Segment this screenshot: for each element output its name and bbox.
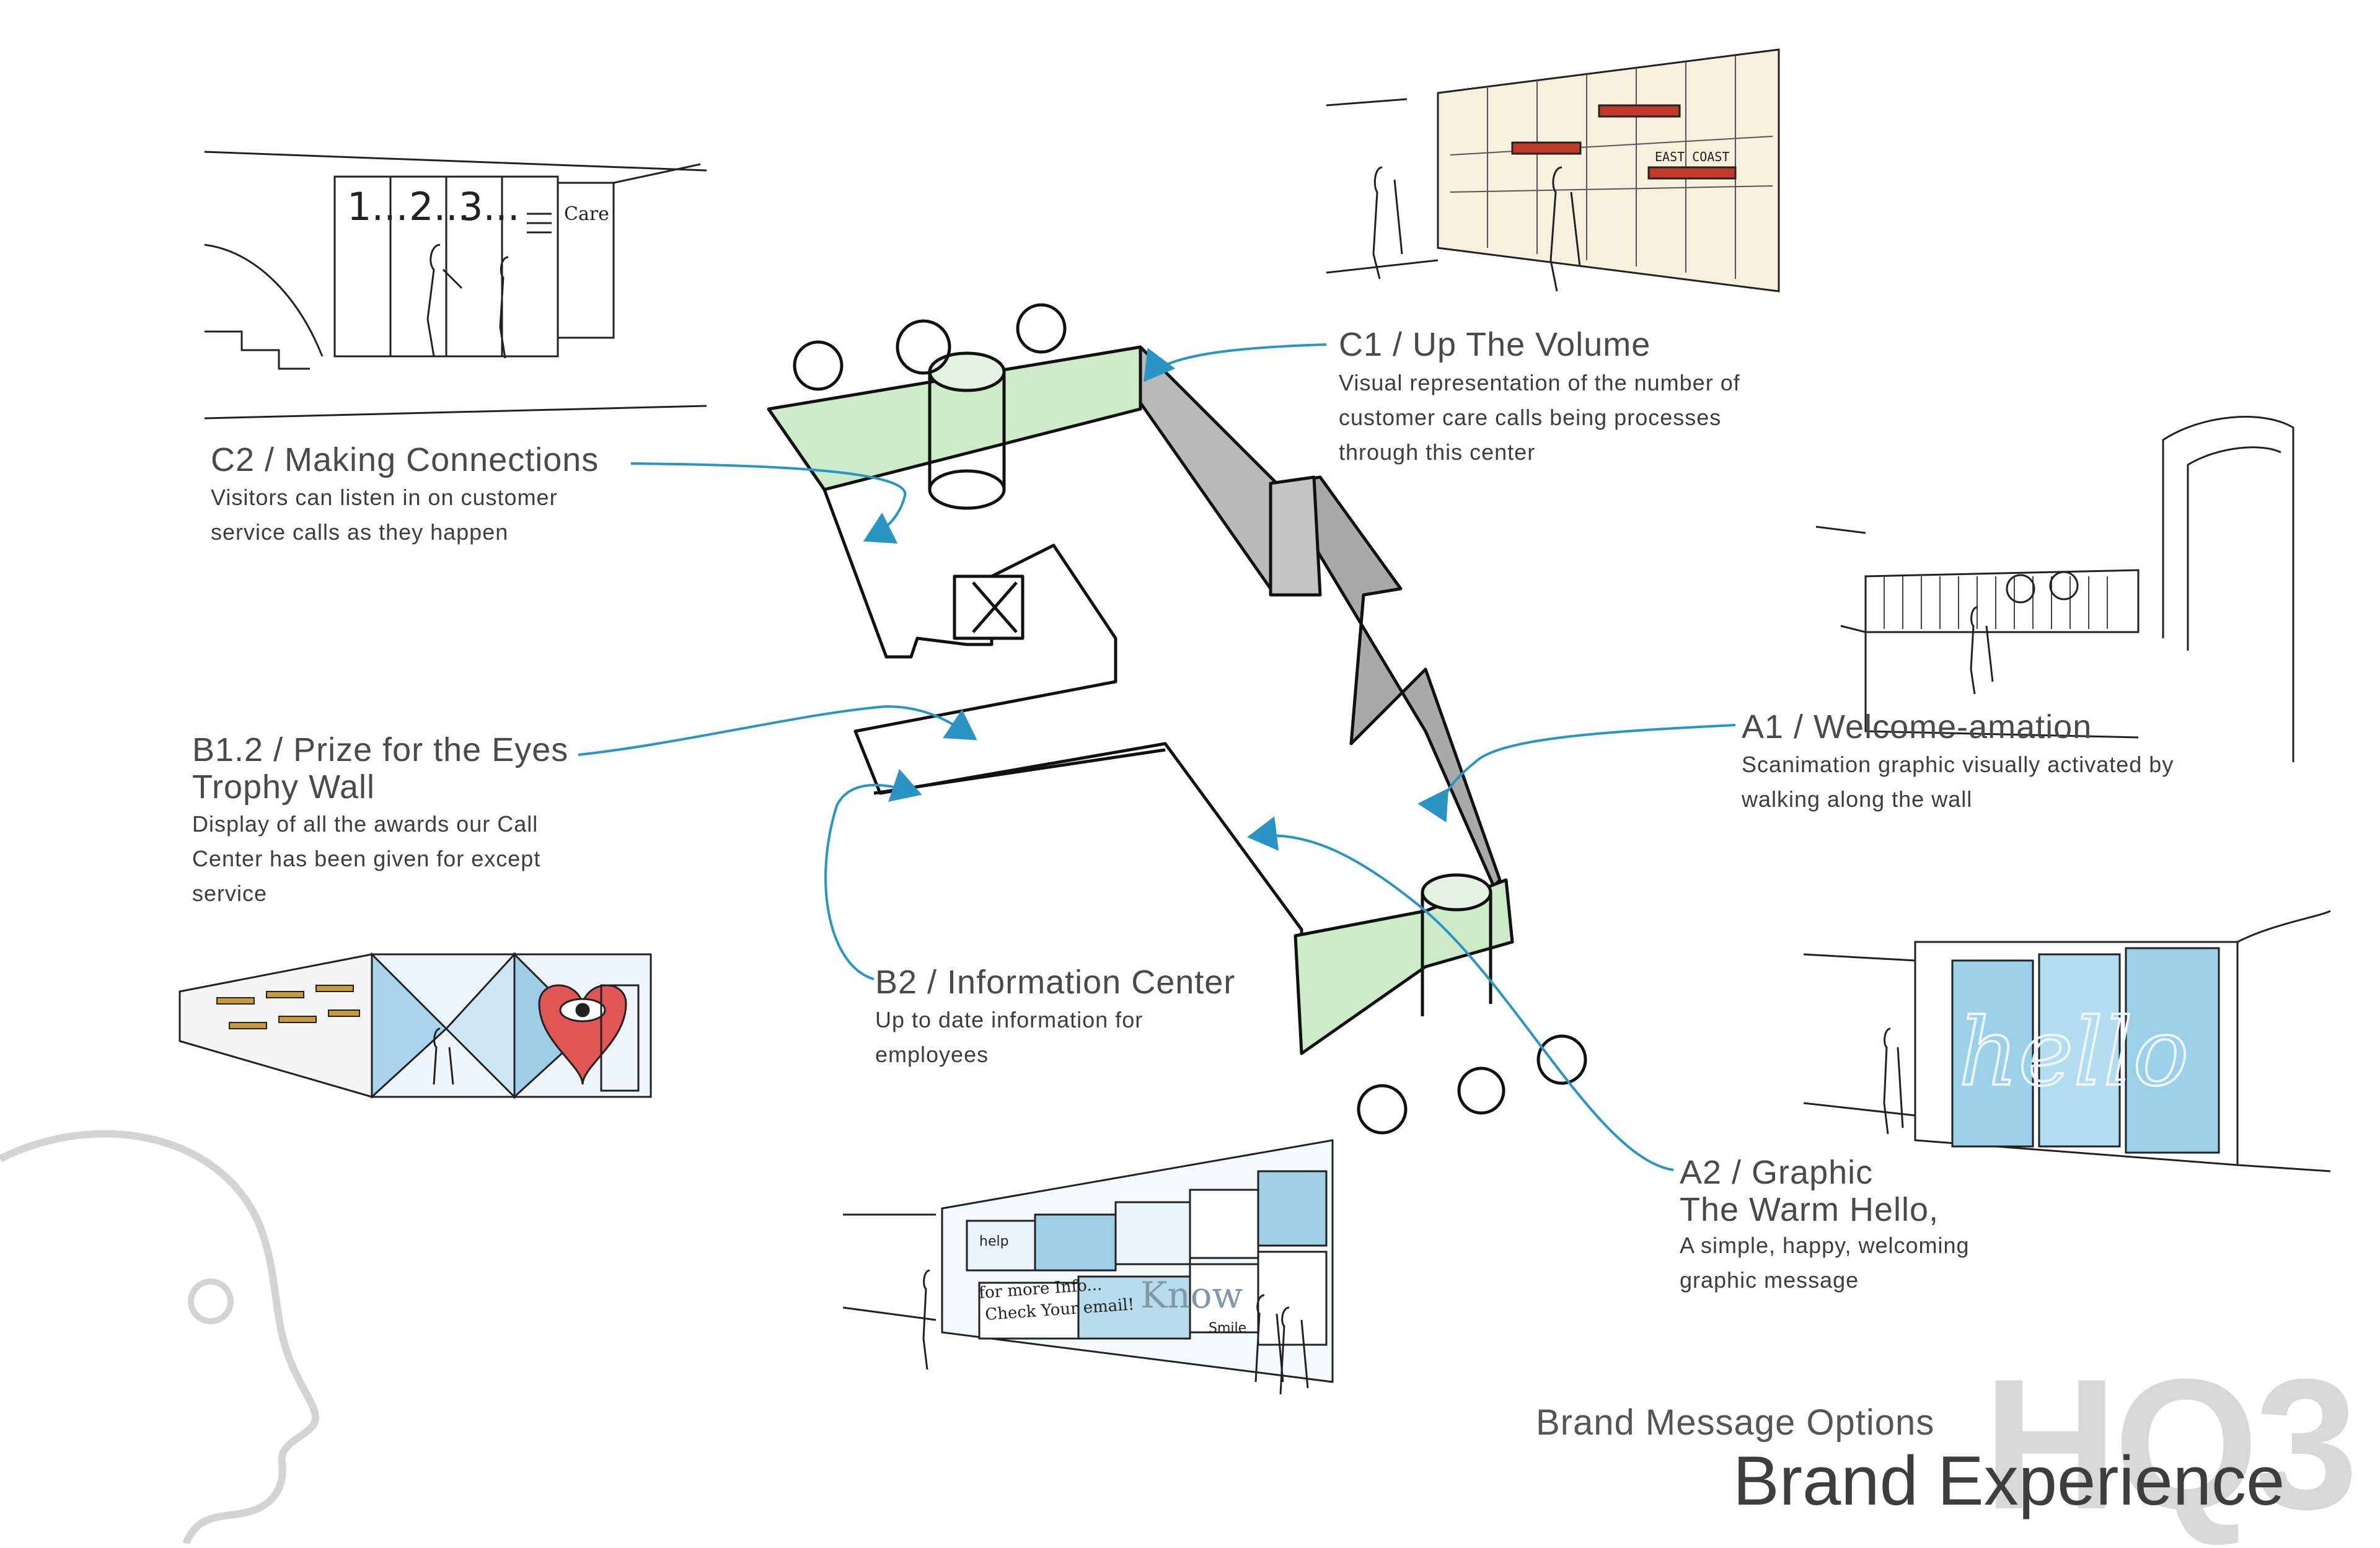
desc-line: Scanimation graphic visually activated b… [1742, 752, 2174, 777]
sketch-trophy-wall [178, 952, 652, 1099]
callout-a1-heading: A1 / Welcome-amation [1742, 708, 2092, 745]
callout-b2-heading: B2 / Information Center [875, 964, 1236, 1001]
leader-b12 [578, 705, 977, 756]
desc-line: Visual representation of the number of [1339, 370, 1740, 395]
callout-c1-description: Visual representation of the number of c… [1339, 366, 1740, 470]
callout-a2-description: A simple, happy, welcoming graphic messa… [1680, 1228, 1970, 1298]
hq3-watermark: HQ3 [1983, 1340, 2358, 1548]
desc-line: Up to date information for [875, 1007, 1144, 1032]
head-profile-icon [0, 1130, 319, 1544]
desc-line: customer care calls being processes [1339, 405, 1722, 430]
callout-b12-heading: B1.2 / Prize for the Eyes Trophy Wall [192, 731, 568, 806]
desc-line: through this center [1339, 439, 1536, 465]
leader-c1 [1144, 343, 1327, 382]
desc-line: A simple, happy, welcoming [1680, 1233, 1970, 1258]
sketch-know-label: Know [1140, 1274, 1243, 1316]
sketch-hello-label: hello [1959, 999, 2189, 1107]
desc-line: Center has been given for except [192, 846, 541, 871]
callout-c2-description: Visitors can listen in on customer servi… [211, 480, 558, 550]
sketch-welcome-amation [1816, 416, 2294, 762]
sketch-warm-hello: hello [1804, 910, 2331, 1172]
sketch-number-1: 1... [347, 184, 408, 229]
sketch-smile-label: Smile [1209, 1321, 1246, 1336]
sketch-care-label: Care [564, 203, 609, 225]
desc-line: graphic message [1680, 1267, 1859, 1293]
heading-line: A2 / Graphic [1680, 1154, 1874, 1191]
sketch-information-center: help for more Info... Check Your email! … [843, 1139, 1334, 1395]
brand-message-subtitle: Brand Message Options [1536, 1402, 1935, 1443]
desc-line: walking along the wall [1742, 786, 1973, 812]
sketch-number-2: 2... [409, 184, 470, 229]
desc-line: Visitors can listen in on customer [211, 485, 558, 510]
desc-line: service [192, 881, 268, 906]
leader-a1 [1417, 724, 1736, 823]
sketch-east-coast: EAST COAST [1655, 149, 1729, 164]
callout-c2-heading: C2 / Making Connections [211, 441, 599, 478]
desc-line: service calls as they happen [211, 519, 509, 545]
leader-c2 [630, 462, 907, 544]
sketch-help-label: help [979, 1234, 1009, 1249]
sketch-up-the-volume: EAST COAST [1326, 48, 1780, 292]
sketch-number-3: 3... [459, 184, 520, 229]
heading-line: B1.2 / Prize for the Eyes [192, 731, 569, 768]
callout-a2-heading: A2 / Graphic The Warm Hello, [1680, 1154, 1939, 1228]
heading-line: Trophy Wall [192, 768, 376, 806]
leader-a2 [1247, 816, 1674, 1171]
callout-a1-description: Scanimation graphic visually activated b… [1742, 747, 2174, 817]
callout-b12-description: Display of all the awards our Call Cente… [192, 807, 540, 911]
callout-b2-description: Up to date information for employees [875, 1003, 1143, 1072]
desc-line: employees [875, 1042, 989, 1067]
sketch-making-connections: 1... 2... 3... Care [205, 151, 707, 420]
leader-b2 [824, 768, 922, 980]
callout-c1-heading: C1 / Up The Volume [1339, 326, 1651, 363]
heading-line: The Warm Hello, [1680, 1191, 1939, 1228]
brand-experience-title: Brand Experience [1733, 1442, 2285, 1519]
desc-line: Display of all the awards our Call [192, 811, 539, 837]
